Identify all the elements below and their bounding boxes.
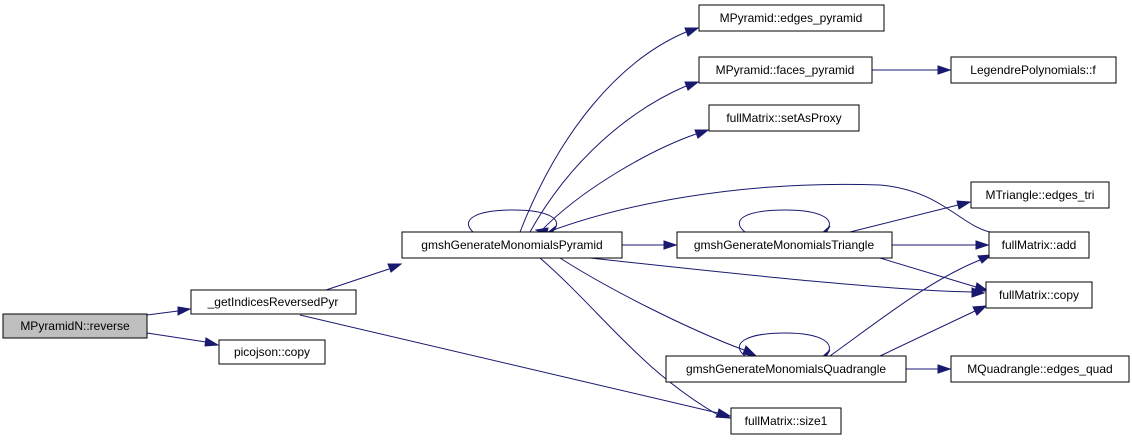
node-label: fullMatrix::size1 — [745, 414, 828, 428]
edge-genpyramid-setasproxy — [539, 133, 697, 233]
node-gmsh-generate-monomials-quadrangle[interactable]: gmshGenerateMonomialsQuadrangle — [665, 355, 907, 383]
node-label: fullMatrix::add — [1002, 238, 1077, 252]
node-fullmatrix-setasproxy[interactable]: fullMatrix::setAsProxy — [708, 104, 860, 132]
node-mtriangle-edges-tri[interactable]: MTriangle::edges_tri — [970, 181, 1110, 209]
edge-genpyramid-facespyramid — [529, 85, 687, 233]
edge-genpyramid-self — [467, 209, 558, 233]
edge-genpyramid-edgespyramid — [519, 31, 687, 233]
node-fullmatrix-copy[interactable]: fullMatrix::copy — [985, 281, 1093, 309]
edge-genpyramid-size1 — [539, 257, 719, 416]
edge-genpyramid-genquad — [559, 257, 745, 351]
node-label: MPyramid::faces_pyramid — [716, 63, 855, 77]
edge-gentriangle-copy — [879, 257, 977, 288]
node-mquadrangle-edges-quad[interactable]: MQuadrangle::edges_quad — [950, 355, 1130, 383]
node-label: MQuadrangle::edges_quad — [967, 362, 1112, 376]
edge-genpyramid-copy — [589, 257, 973, 293]
edge-gentriangle-edgestri — [849, 204, 959, 233]
node-fullmatrix-add[interactable]: fullMatrix::add — [988, 231, 1090, 259]
node-label: MPyramid::edges_pyramid — [720, 11, 863, 25]
node-mpyramid-edges-pyramid[interactable]: MPyramid::edges_pyramid — [698, 4, 885, 32]
edge-reverse-picojson — [146, 332, 207, 343]
node-label: gmshGenerateMonomialsTriangle — [694, 238, 875, 252]
node-label: picojson::copy — [234, 345, 310, 359]
edge-genpyramid-add — [547, 183, 991, 233]
edge-reverse-getindices — [146, 310, 179, 316]
node-label: fullMatrix::setAsProxy — [726, 111, 841, 125]
edge-getindices-size1 — [299, 314, 719, 414]
node-label: MTriangle::edges_tri — [986, 188, 1095, 202]
node-legendrepolynomials-f[interactable]: LegendrePolynomials::f — [950, 56, 1117, 84]
edge-gentriangle-self — [738, 209, 830, 233]
edge-genquad-add — [829, 259, 981, 357]
node-fullmatrix-size1[interactable]: fullMatrix::size1 — [730, 407, 842, 435]
node-label: fullMatrix::copy — [999, 288, 1079, 302]
node-getindicesreversedpyr[interactable]: _getIndicesReversedPyr — [190, 289, 357, 315]
node-label: MPyramidN::reverse — [20, 319, 130, 333]
node-label: gmshGenerateMonomialsPyramid — [421, 238, 602, 252]
node-label: _getIndicesReversedPyr — [207, 295, 339, 309]
node-picojson-copy[interactable]: picojson::copy — [218, 339, 326, 365]
node-gmsh-generate-monomials-pyramid[interactable]: gmshGenerateMonomialsPyramid — [401, 231, 623, 259]
node-mpyramid-faces-pyramid[interactable]: MPyramid::faces_pyramid — [698, 56, 873, 84]
edge-genquad-self — [738, 332, 830, 357]
node-label: gmshGenerateMonomialsQuadrangle — [686, 362, 886, 376]
node-label: LegendrePolynomials::f — [970, 63, 1096, 77]
call-edges — [146, 27, 993, 419]
node-mpyramidn-reverse[interactable]: MPyramidN::reverse — [2, 313, 148, 339]
edge-getindices-genpyramid — [325, 268, 390, 291]
edge-genquad-copy — [879, 310, 976, 357]
node-gmsh-generate-monomials-triangle[interactable]: gmshGenerateMonomialsTriangle — [676, 231, 893, 259]
